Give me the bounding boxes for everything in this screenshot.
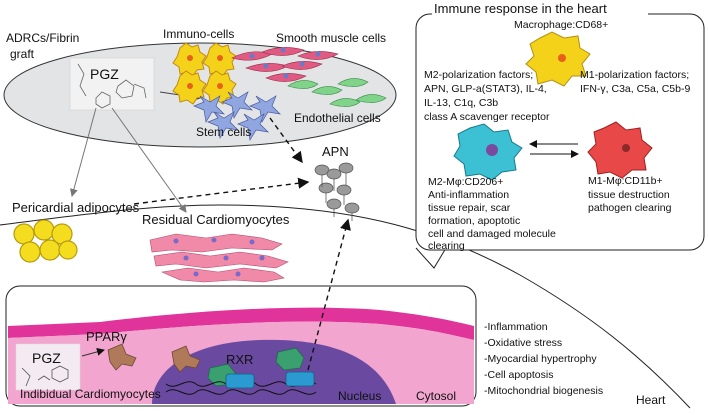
residual-cardiomyocytes-label: Residual Cardiomyocytes <box>142 212 290 227</box>
cell-membrane-magenta <box>8 307 474 340</box>
stem-cells-cluster <box>193 91 282 141</box>
pericardial-adipocytes-label: Pericardial adipocytes <box>12 200 140 215</box>
graft-title-line1: ADRCs/Fibrin <box>6 31 79 45</box>
pericardial-adipocytes-cluster <box>13 219 78 263</box>
svg-text:formation, apoptotic: formation, apoptotic <box>428 215 520 227</box>
m1-macrophage-title: M1-Mφ:CD11b+ <box>588 175 663 187</box>
m1-polarization-factors: M1-polarization factors; IFN-γ, C3a, C5a… <box>580 69 690 95</box>
rxr-label: RXR <box>226 352 253 367</box>
stem-cells-label: Stem cells <box>196 125 251 139</box>
m1-macrophage-cell <box>587 121 653 179</box>
dna-complex-2 <box>285 371 315 387</box>
smooth-muscle-cells-label: Smooth muscle cells <box>276 31 386 45</box>
rxr-receptor-2 <box>275 347 305 371</box>
immuno-cells-label: Immuno-cells <box>163 27 234 41</box>
macrophage-label: Macrophage:CD68+ <box>514 19 608 31</box>
svg-text:IFN-γ, C3a, C5a, C5b-9: IFN-γ, C3a, C5a, C5b-9 <box>580 83 690 95</box>
svg-text:M1-polarization factors;: M1-polarization factors; <box>580 69 689 81</box>
immune-callout-pointer <box>415 247 447 269</box>
residual-cardiomyocytes-cluster <box>149 233 289 283</box>
effect-item-2: -Myocardial hypertrophy <box>484 353 597 365</box>
effect-item-4: -Mitochondrial biogenesis <box>484 385 603 397</box>
svg-text:Anti-inflammation: Anti-inflammation <box>428 189 509 201</box>
svg-text:clearing: clearing <box>428 240 465 252</box>
dna-complex-1 <box>225 373 255 389</box>
m1-macrophage-description: tissue destruction pathogen clearing <box>588 189 672 214</box>
pgz-molecule-cell: PGZ <box>15 343 81 391</box>
svg-text:class A scavenger receptor: class A scavenger receptor <box>424 111 550 123</box>
graft-title-line2: graft <box>10 47 35 61</box>
svg-text:pathogen clearing: pathogen clearing <box>588 202 672 214</box>
macrophage-cell <box>525 31 591 87</box>
heart-outline <box>0 204 691 409</box>
svg-text:tissue repair, scar: tissue repair, scar <box>428 202 511 214</box>
effect-item-0: -Inflammation <box>484 321 548 333</box>
effects-list: -Inflammation -Oxidative stress -Myocard… <box>484 321 603 397</box>
nucleus-label: Nucleus <box>338 389 381 403</box>
individual-cardiomyocytes-label: Indibidual Cardiomyocytes <box>20 387 161 401</box>
pgz-label-graft: PGZ <box>90 66 119 82</box>
apn-protein-cluster <box>314 162 360 221</box>
endothelial-cells-cluster <box>287 78 387 107</box>
effect-item-3: -Cell apoptosis <box>484 369 553 381</box>
m2-macrophage-title: M2-Mφ:CD206+ <box>428 176 503 188</box>
immune-response-title: Immune response in the heart <box>434 1 607 16</box>
endothelial-cells-label: Endothelial cells <box>294 111 381 125</box>
svg-text:IL-13, C1q, C3b: IL-13, C1q, C3b <box>424 97 498 109</box>
apn-label: APN <box>322 144 349 159</box>
svg-text:APN, GLP-a(STAT3), IL-4,: APN, GLP-a(STAT3), IL-4, <box>424 83 547 95</box>
effect-item-1: -Oxidative stress <box>484 337 562 349</box>
svg-text:tissue destruction: tissue destruction <box>588 189 670 201</box>
svg-text:M2-polarization factors;: M2-polarization factors; <box>424 69 533 81</box>
cytosol-label: Cytosol <box>416 389 456 403</box>
pgz-label-cell: PGZ <box>32 350 61 366</box>
ppar-gamma-receptor-2 <box>171 345 201 373</box>
ppar-gamma-receptor <box>107 343 137 371</box>
immune-title-bg <box>432 0 648 18</box>
heart-label: Heart <box>636 393 666 407</box>
nucleus <box>152 339 396 404</box>
m2-polarization-factors: M2-polarization factors; APN, GLP-a(STAT… <box>424 69 550 123</box>
pgz-molecule-graft: PGZ <box>69 57 155 111</box>
m2-macrophage-description: Anti-inflammation tissue repair, scar fo… <box>428 189 556 252</box>
ppar-gamma-label: PPARγ <box>86 329 127 344</box>
svg-text:cell and damaged molecule: cell and damaged molecule <box>428 228 556 240</box>
